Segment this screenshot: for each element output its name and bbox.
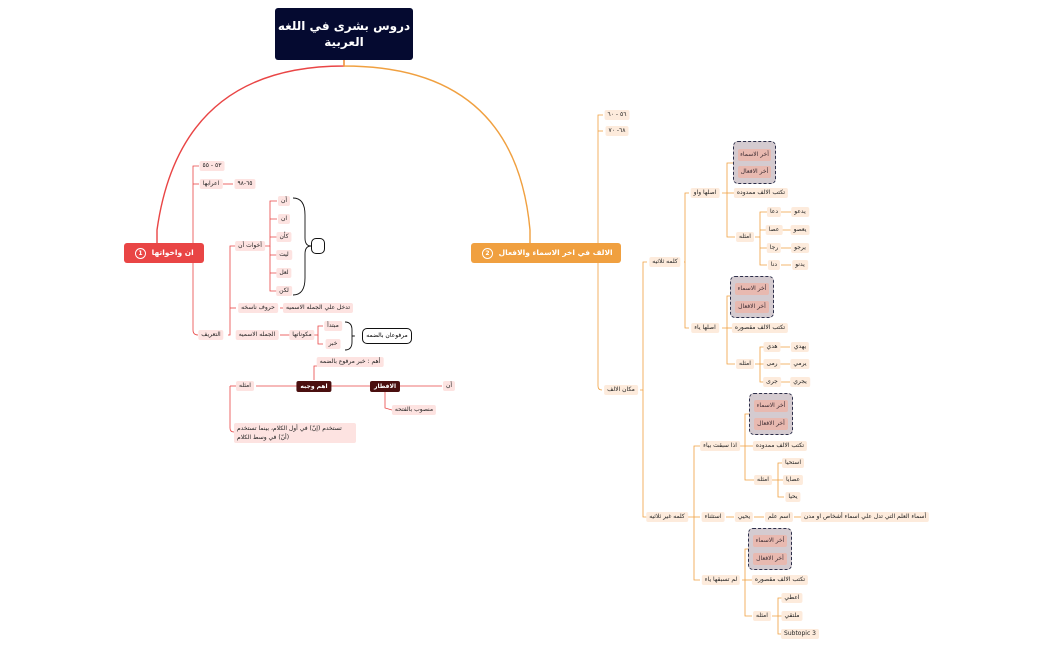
node-subtopic-3[interactable]: Subtopic 3: [781, 629, 819, 639]
node-ya-present-1[interactable]: يهدي: [790, 342, 810, 352]
topic-alif[interactable]: 2 الالف في اخر الاسماء والافعال: [471, 243, 621, 263]
node-ya-word-3[interactable]: يحيا: [785, 492, 801, 502]
node-khabar[interactable]: خبر: [325, 339, 341, 349]
node-amthila-ya[interactable]: امثله: [736, 359, 754, 369]
node-ya-word-1[interactable]: استحيا: [781, 458, 805, 468]
node-ya-past-2[interactable]: رمى: [763, 359, 781, 369]
node-waw-past-4[interactable]: دنا: [767, 260, 781, 270]
node-alam-desc[interactable]: أسماء العلم التي تدل علي اسماء أشخاص او …: [800, 512, 930, 522]
node-ghayr-thulathiya[interactable]: كلمه غير ثلاثيه: [646, 512, 688, 522]
node-usage-note[interactable]: تستخدم (إنّ) في أول الكلام، بينما تستخدم…: [234, 423, 356, 443]
node-huruf-nasikha[interactable]: حروف ناسخه: [238, 303, 278, 313]
node-ya-present-3[interactable]: يجري: [790, 377, 810, 387]
node-ya-word-2[interactable]: عصايا: [782, 475, 804, 485]
topic-label: ان واخواتها: [151, 248, 194, 257]
group-item-akhir-asma: أخر الاسماء: [754, 400, 788, 412]
node-sister-layta[interactable]: ليت: [276, 250, 292, 260]
node-mukawinat[interactable]: مكوناتها: [289, 330, 315, 340]
group-item-akhir-asma: أخر الاسماء: [735, 283, 769, 295]
node-lam-tasbiq[interactable]: لم تسبقها ياء: [701, 575, 741, 585]
node-iarab[interactable]: اعرابها: [199, 179, 223, 189]
node-jumla-ismiya[interactable]: الجمله الاسميه: [235, 330, 279, 340]
node-akhawat-an[interactable]: أخوات أن: [235, 241, 265, 251]
node-sister-lakinna[interactable]: لكن: [276, 286, 292, 296]
topic-label: الالف في اخر الاسماء والافعال: [498, 248, 613, 257]
node-tuktab-maqsura-1[interactable]: تكتب الالف مقصوره: [731, 323, 789, 333]
node-iftar[interactable]: الافطار: [369, 381, 401, 392]
group-item-akhir-afal: أخر الافعال: [753, 553, 787, 565]
node-amthila-idha[interactable]: امثله: [754, 475, 772, 485]
root-topic[interactable]: دروس بشرى في اللغه العربية: [275, 8, 413, 60]
node-istithna[interactable]: استثناء: [701, 512, 725, 522]
node-waw-present-4[interactable]: يدنو: [792, 260, 808, 270]
node-yahya[interactable]: يحيي: [734, 512, 754, 522]
node-mubtada[interactable]: مبتدأ: [324, 321, 342, 331]
node-waw-present-3[interactable]: يرجو: [791, 243, 809, 253]
group-akhir-4[interactable]: أخر الاسماء أخر الافعال: [748, 528, 792, 570]
topic-inna-sisters[interactable]: 1 ان واخواتها: [124, 243, 204, 263]
node-pages-68-70[interactable]: ٦٨- ٧٠: [605, 126, 629, 136]
group-item-akhir-asma: أخر الاسماء: [753, 535, 787, 547]
root-title-line1: دروس بشرى في اللغه: [277, 19, 411, 33]
group-item-akhir-asma: أخر الاسماء: [738, 149, 771, 161]
group-item-akhir-afal: أخر الافعال: [738, 166, 771, 178]
node-lam-word-1[interactable]: اعطي: [781, 593, 803, 603]
node-an-example[interactable]: أن: [442, 381, 456, 391]
node-sister-an[interactable]: أن: [277, 196, 291, 206]
node-pages-65-98[interactable]: ٦٥-٩٨: [234, 179, 256, 189]
node-marfuan[interactable]: مرفوعان بالضمه: [362, 328, 412, 344]
node-sister-kaanna[interactable]: كأن: [276, 232, 292, 242]
node-ism-alam[interactable]: اسم علم: [764, 512, 794, 522]
node-thulathiya[interactable]: كلمه ثلاثيه: [649, 257, 681, 267]
node-aslha-waw[interactable]: اصلها واو: [690, 188, 720, 198]
node-ya-past-1[interactable]: هدي: [763, 342, 781, 352]
node-waw-present-2[interactable]: يعصو: [790, 225, 810, 235]
node-amthila[interactable]: امثله: [236, 381, 254, 391]
group-item-akhir-afal: أخر الافعال: [754, 418, 788, 430]
node-amthila-waw[interactable]: امثله: [736, 232, 754, 242]
node-lam-word-2[interactable]: ملتقي: [781, 611, 803, 621]
topic-number-badge: 1: [135, 247, 146, 259]
node-ya-present-2[interactable]: يرمي: [790, 359, 810, 369]
node-tarif[interactable]: التعريف: [198, 330, 224, 340]
node-sister-laalla[interactable]: لعل: [276, 268, 292, 278]
marfuan-label: مرفوعان بالضمه: [366, 332, 408, 339]
node-waw-past-2[interactable]: عصا: [765, 225, 783, 235]
node-makan-alif[interactable]: مكان الالف: [604, 385, 638, 395]
group-akhir-1[interactable]: أخر الاسماء أخر الافعال: [733, 141, 776, 184]
node-idha-sabaqat[interactable]: اذا سبقت بياء: [700, 441, 740, 451]
node-ahum-wajbah[interactable]: اهم وجبه: [296, 381, 332, 392]
node-waw-present-1[interactable]: يدعو: [791, 207, 809, 217]
node-pages-56-60[interactable]: ٥٦ - ٦٠: [604, 110, 630, 120]
node-ahum-khabar[interactable]: أهم : خبر مرفوع بالضمه: [316, 357, 384, 367]
group-akhir-2[interactable]: أخر الاسماء أخر الافعال: [730, 276, 774, 318]
topic-number-badge: 2: [482, 247, 493, 259]
root-title-line2: العربية: [324, 35, 364, 49]
node-waw-past-1[interactable]: دعا: [766, 207, 782, 217]
node-tuktab-mamduda-1[interactable]: تكتب الالف ممدوده: [733, 188, 789, 198]
group-item-akhir-afal: أخر الافعال: [735, 301, 769, 313]
node-amthila-lam[interactable]: امثله: [753, 611, 771, 621]
node-ya-past-3[interactable]: جرى: [763, 377, 781, 387]
node-tuktab-mamduda-2[interactable]: تكتب الالف ممدوده: [752, 441, 808, 451]
node-aslha-ya[interactable]: اصلها ياء: [691, 323, 719, 333]
group-akhir-3[interactable]: أخر الاسماء أخر الافعال: [749, 393, 793, 435]
node-tuktab-maqsura-2[interactable]: تكتب الالف مقصوره: [751, 575, 809, 585]
node-mansub[interactable]: منصوب بالفتحه: [391, 405, 437, 415]
node-sister-inna[interactable]: ان: [277, 214, 291, 224]
node-pages-53-55[interactable]: ٥٣ - ٥٥: [199, 161, 225, 171]
node-tadkhul[interactable]: تدخل علي الجمله الاسميه: [282, 303, 354, 313]
node-waw-past-3[interactable]: رجا: [766, 243, 782, 253]
empty-summary-box[interactable]: [311, 238, 325, 254]
